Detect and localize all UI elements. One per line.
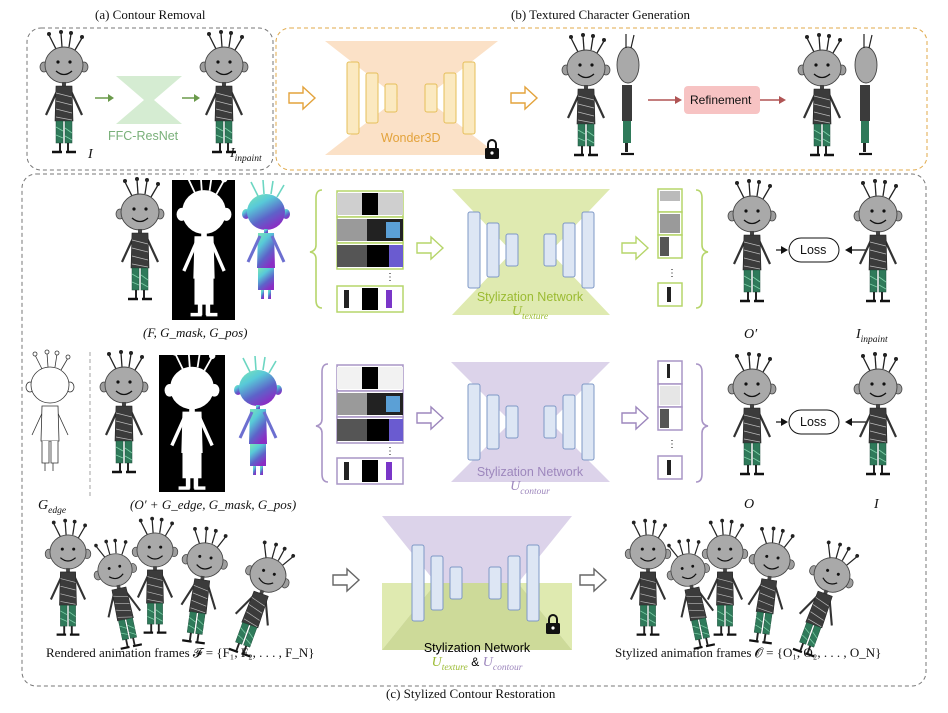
coarse-output-label: O′ [744, 327, 758, 342]
arrow-c4-icon [621, 406, 649, 430]
refinement-box [684, 86, 760, 114]
rendered-frame-figure [114, 175, 166, 301]
arrow-b4-head [779, 96, 786, 104]
texture-output-patch-stack: ⋮ [657, 188, 683, 307]
final-output-label: O [744, 497, 755, 512]
texture-network-layers [467, 211, 595, 289]
contour-inputs-caption: (O′ + G_edge, G_mask, G_pos) [130, 497, 297, 512]
inpainted-image-label: Iinpaint [230, 146, 262, 164]
lock-icon [484, 139, 500, 160]
section-b-frame [275, 27, 928, 171]
texture-loss-arrow-right-head [845, 246, 852, 254]
texture-inputs-caption: (F, G_mask, G_pos) [143, 325, 248, 340]
arrow-c3-icon [416, 406, 444, 430]
texture-network-shape [452, 189, 610, 315]
edge-map-figure [25, 349, 75, 472]
contour-input-patch-stack: ⋮ [336, 364, 404, 485]
contour-output-brace [695, 363, 709, 483]
wonder3d-label: Wonder3D [381, 131, 441, 145]
wonder3d-layers [346, 61, 476, 135]
svg-text:⋮: ⋮ [385, 446, 395, 457]
inpainted-character-figure [198, 28, 250, 154]
arrow-c2-icon [621, 236, 649, 260]
refined-front-view-figure [796, 31, 848, 157]
contour-loss-arrow-left-head [781, 418, 788, 426]
contour-network-label: Stylization Network Ucontour [476, 465, 584, 497]
final-output-figure [726, 350, 778, 476]
texture-network-label: Stylization Network Utexture [476, 290, 584, 322]
rendered-frames-caption: Rendered animation frames 𝓕 = {F₁, F₂, .… [46, 645, 315, 660]
rendered-animation-frames [44, 515, 302, 662]
section-a-frame [26, 27, 274, 171]
final-network-layers [411, 544, 540, 622]
section-c-frame [21, 173, 927, 687]
stylized-frames-caption: Stylized animation frames 𝓞 = {O₁, O₂, .… [615, 645, 882, 660]
stylized-animation-frames [624, 517, 866, 662]
contour-target-figure [852, 350, 904, 476]
arrow-c5-icon [332, 568, 360, 592]
texture-loss-label: Loss [800, 243, 827, 257]
arrow-a2-head [194, 94, 200, 102]
svg-text:⋮: ⋮ [667, 439, 677, 450]
final-network-label: Stylization Network Utexture & Ucontour [423, 641, 531, 673]
ffc-resnet-network-shape [116, 76, 182, 124]
coarse-output-figure [726, 177, 778, 303]
texture-loss-arrow-left-head [781, 246, 788, 254]
ffc-resnet-label: FFC-ResNet [108, 129, 179, 143]
final-network-green-overlay [382, 583, 572, 650]
contour-network-shape [451, 362, 610, 482]
arrow-b3-head [675, 96, 682, 104]
input-character-figure [38, 28, 90, 154]
contour-target-label: I [874, 497, 879, 512]
edge-map-label: Gedge [38, 498, 67, 516]
contour-input-brace [315, 363, 329, 483]
coarse-frame-figure [98, 348, 150, 474]
svg-text:⋮: ⋮ [667, 268, 677, 279]
arrow-c6-icon [579, 568, 607, 592]
arrow-b2-icon [510, 86, 538, 110]
contour-position-map-figure [232, 354, 284, 477]
section-c-title: (c) Stylized Contour Restoration [386, 686, 556, 701]
contour-loss-arrow-right-head [845, 418, 852, 426]
input-image-label: I [88, 147, 93, 162]
contour-loss-label: Loss [800, 415, 827, 429]
texture-input-patch-stack: ⋮ [336, 190, 404, 313]
arrow-a1-head [108, 94, 114, 102]
position-map-figure [240, 178, 292, 301]
generated-side-view-figure [616, 34, 640, 156]
contour-loss-box [788, 409, 840, 435]
contour-network-layers [467, 383, 595, 461]
final-network-green-lower [382, 583, 572, 650]
refined-side-view-figure [854, 34, 878, 156]
wonder3d-network-shape [325, 41, 498, 155]
generated-front-view-figure [560, 31, 612, 157]
texture-output-brace [695, 189, 709, 309]
arrow-b1-icon [288, 86, 316, 110]
section-b-title: (b) Textured Character Generation [511, 7, 690, 22]
refinement-label: Refinement [690, 93, 752, 107]
section-a-title: (a) Contour Removal [95, 7, 206, 22]
texture-loss-box [788, 237, 840, 263]
texture-target-label: Iinpaint [856, 327, 888, 345]
contour-output-patch-stack: ⋮ [657, 360, 683, 480]
texture-input-brace [309, 189, 323, 309]
texture-target-figure [852, 177, 904, 303]
arrow-c1-icon [416, 236, 444, 260]
svg-text:⋮: ⋮ [385, 272, 395, 283]
